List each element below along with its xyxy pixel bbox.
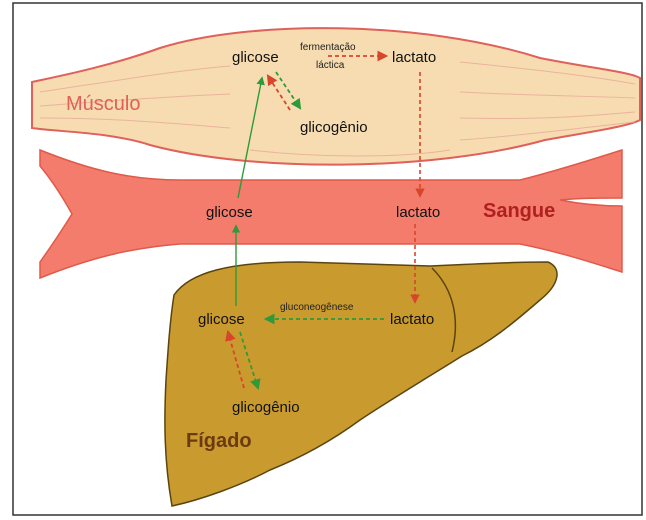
muscle-label: Músculo	[66, 93, 140, 115]
gluconeogenesis-label: gluconeogênese	[280, 302, 354, 313]
liver-glucose-label: glicose	[198, 311, 245, 328]
muscle-lactate-label: lactato	[392, 49, 436, 66]
blood-lactate-label: lactato	[396, 204, 440, 221]
muscle-glucose-label: glicose	[232, 49, 279, 66]
muscle-glycogen-label: glicogênio	[300, 119, 368, 136]
liver-glycogen-label: glicogênio	[232, 399, 300, 416]
liver-lactate-label: lactato	[390, 311, 434, 328]
blood-label: Sangue	[483, 200, 555, 222]
fermentation-label-line1: fermentação	[300, 42, 356, 53]
fermentation-label-line2: láctica	[316, 60, 345, 71]
blood-glucose-label: glicose	[206, 204, 253, 221]
liver-label: Fígado	[186, 430, 252, 452]
